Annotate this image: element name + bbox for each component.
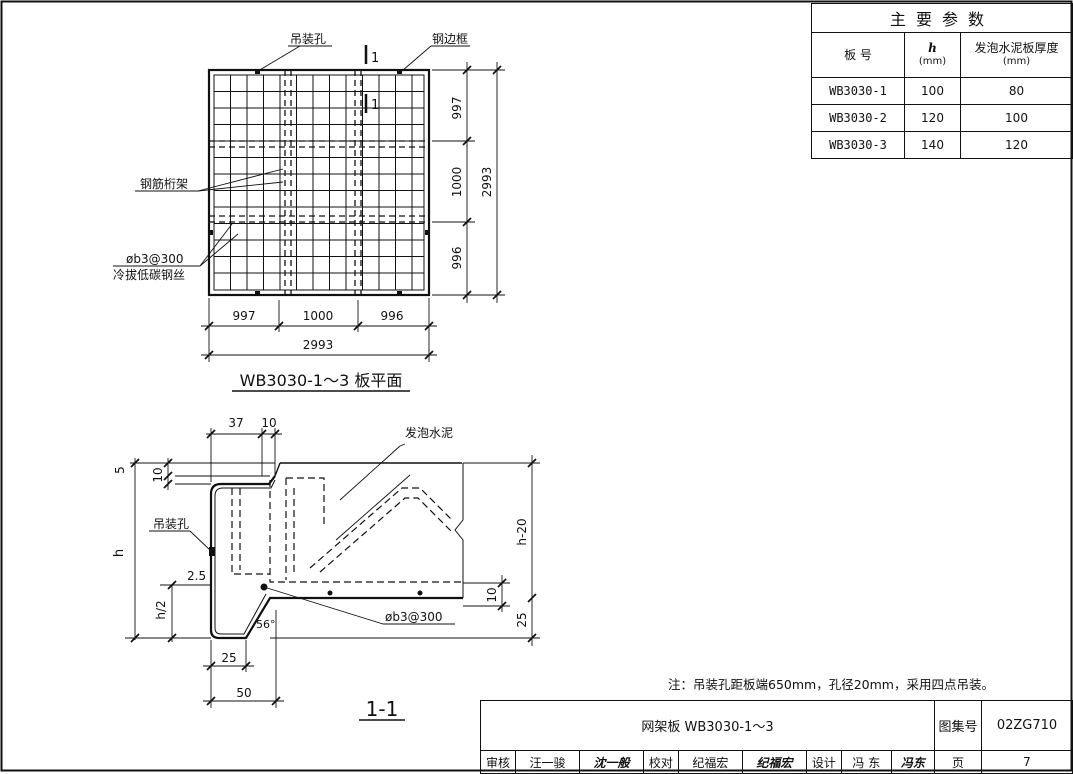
dim-25-right: 25 [515,612,529,627]
header-foam-unit: (mm) [1002,56,1031,67]
row-foam: 120 [960,131,1073,159]
section-foam-label: 发泡水泥 [405,425,453,440]
row-h: 120 [904,104,961,132]
table-row: WB3030-3 140 120 [811,131,1073,159]
dim-bottom-3: 996 [381,309,404,323]
checker-signature: 纪福宏 [741,750,807,774]
section-view [125,428,540,721]
designer-signature: 冯东 [890,750,936,774]
section-mark-top: 1 [371,51,379,66]
dim-right-2: 1000 [450,167,464,198]
dim-h-half: h/2 [154,600,168,619]
header-foam: 发泡水泥板厚度 (mm) [960,32,1073,78]
section-lift-hole-label: 吊装孔 [153,517,189,531]
table-row: WB3030-2 120 100 [811,104,1073,132]
header-h-unit: (mm) [918,56,947,67]
reviewer-name: 汪一骏 [515,750,580,774]
dim-bottom-1: 997 [233,309,256,323]
header-foam-label: 发泡水泥板厚度 [974,41,1059,55]
row-board: WB3030-3 [811,131,905,159]
dim-5: 5 [113,466,127,474]
row-h: 100 [904,77,961,105]
dim-10-left: 10 [151,467,165,482]
dim-right-total: 2993 [480,167,494,198]
header-h: h (mm) [904,32,961,78]
header-board: 板 号 [811,32,905,78]
dim-50: 50 [236,686,251,700]
page-label: 页 [934,750,982,774]
title-block: 网架板 WB3030-1～3 图集号 02ZG710 审核 汪一骏 沈一般 校对… [480,700,1073,774]
plan-wire-material-label: 冷拔低碳钢丝 [113,267,185,282]
review-label: 审核 [480,750,516,774]
section-mark-bottom: 1 [371,98,379,113]
dim-37: 37 [228,416,243,430]
dim-h-minus-20: h-20 [515,518,529,545]
section-rebar-label: øb3@300 [385,610,443,624]
dim-right-3: 996 [450,247,464,270]
plan-steel-frame-label: 钢边框 [432,32,468,46]
plan-lift-hole-label: 吊装孔 [290,32,326,46]
dim-10-top: 10 [261,416,276,430]
section-title: 1-1 [366,697,399,721]
dim-bottom-2: 1000 [303,309,334,323]
plan-truss-label: 钢筋桁架 [140,176,188,191]
params-table: 主要参数 板 号 h (mm) 发泡水泥板厚度 (mm) WB3030-1 10… [811,3,1073,159]
header-h-label: h [928,41,937,55]
row-h: 140 [904,131,961,159]
dim-right-1: 997 [450,97,464,120]
plan-wire-spec-label: øb3@300 [126,252,184,266]
plan-view [113,45,505,392]
atlas-number: 02ZG710 [981,700,1073,751]
drawing-title: 网架板 WB3030-1～3 [480,700,935,751]
lifting-note: 注：吊装孔距板端650mm，孔径20mm，采用四点吊装。 [668,677,994,692]
page-number: 7 [981,750,1073,774]
dim-25-bottom: 25 [221,651,236,665]
row-board: WB3030-1 [811,77,905,105]
dim-2-5: 2.5 [187,569,206,583]
params-caption: 主要参数 [811,3,1073,33]
plan-title: WB3030-1～3 板平面 [240,371,403,390]
row-foam: 100 [960,104,1073,132]
dim-h: h [112,549,127,557]
check-label: 校对 [642,750,679,774]
design-label: 设计 [805,750,842,774]
checker-name: 纪福宏 [677,750,743,774]
row-board: WB3030-2 [811,104,905,132]
designer-name: 冯 东 [840,750,892,774]
reviewer-signature: 沈一般 [578,750,644,774]
dim-bottom-total: 2993 [303,338,334,352]
dim-10-right: 10 [485,587,499,602]
row-foam: 80 [960,77,1073,105]
table-row: WB3030-1 100 80 [811,77,1073,105]
atlas-label: 图集号 [934,700,982,751]
angle-56: 56° [256,618,276,631]
